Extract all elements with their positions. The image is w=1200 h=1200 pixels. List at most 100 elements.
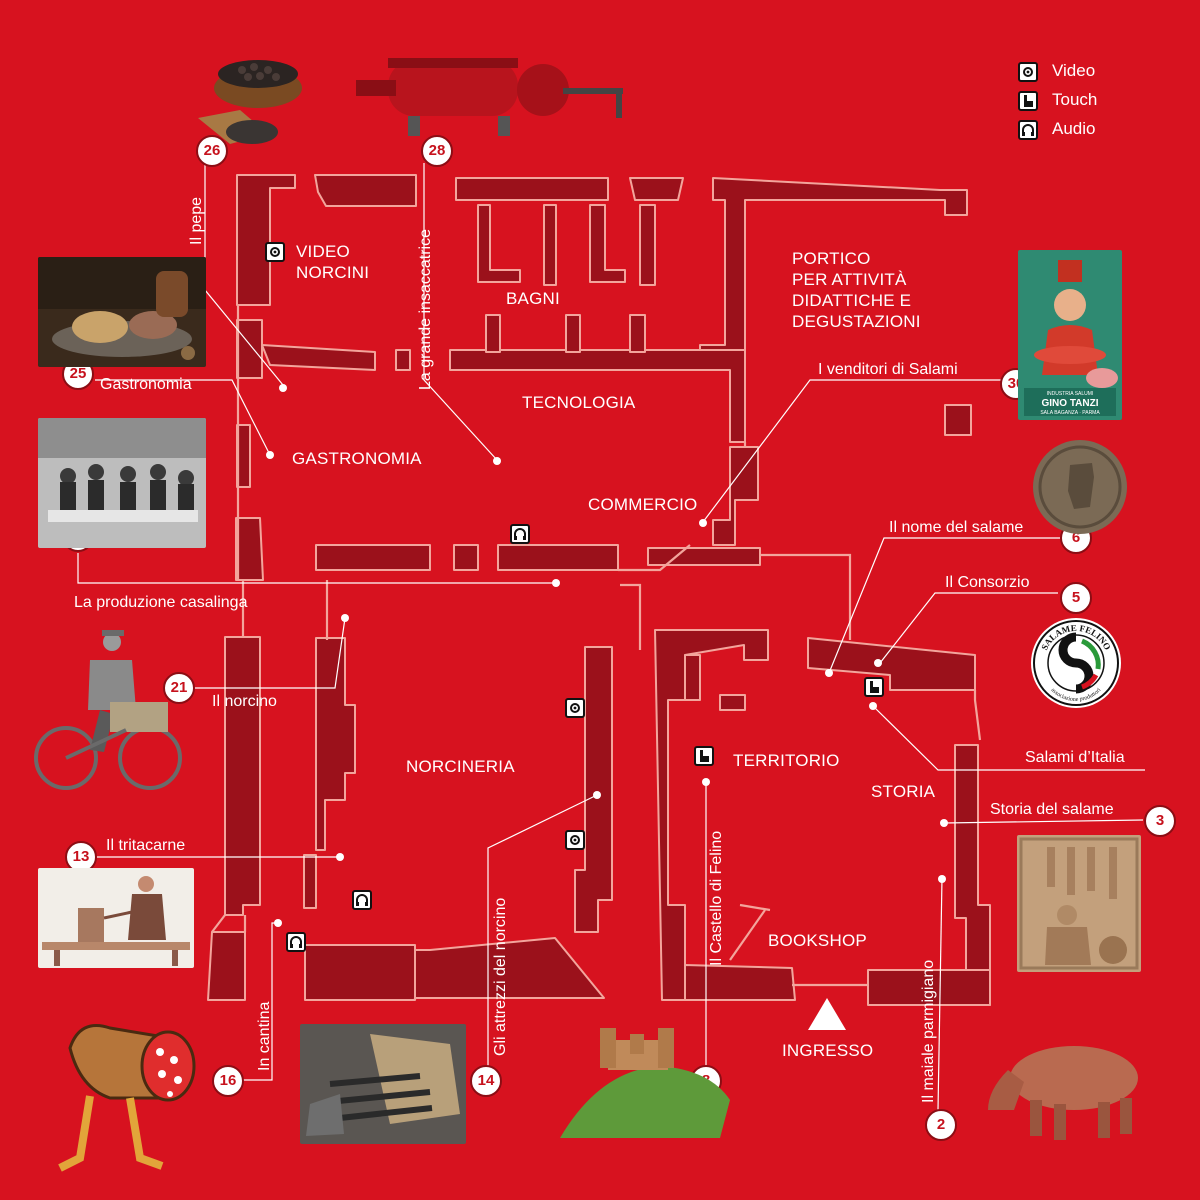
touch-icon[interactable] [864,677,884,697]
touch-icon[interactable] [694,746,714,766]
wall-nw-corner [236,174,296,306]
meat-grinder-engraving-image [38,868,194,968]
wall-territorio-bottom [684,964,796,1001]
bagni-wall-3 [589,204,626,283]
sausage-machine-image [356,58,623,136]
cartoon-salame-image [58,1024,196,1172]
legend-video-label: Video [1052,61,1096,80]
room-norcineria[interactable]: NORCINERIA [406,757,515,776]
marker-16[interactable]: 16 [212,1065,244,1097]
wall-north-4 [699,177,968,361]
leader-dots [266,384,948,927]
callout-label-cantina: In cantina [256,1001,273,1071]
historical-photo-image [38,418,206,548]
wall-norc-2 [303,854,317,909]
callout-label-produzione-casalinga: La produzione casalinga [74,594,248,611]
wall-south-2 [453,544,479,571]
leader-lines [77,163,1145,1111]
legend-audio-label: Audio [1052,119,1096,138]
wall-north-3 [629,177,684,201]
marker-2[interactable]: 2 [925,1109,957,1141]
wall-divider-1 [261,344,376,371]
wall-storia-east [954,744,991,1006]
wall-commercio [712,446,759,546]
callout-label-storia-salame: Storia del salame [990,801,1114,818]
callout-label-venditori-salami: I venditori di Salami [818,361,958,378]
video-icon[interactable] [565,698,585,718]
room-tecnologia[interactable]: TECNOLOGIA [522,393,636,412]
callout-label-castello-felino: Il Castello di Felino [708,830,725,966]
video-icon[interactable] [265,242,285,262]
wall-storia-top [807,637,976,691]
wall-south-4 [647,547,761,566]
entrance-triangle-icon [808,998,846,1030]
wall-territorio-2 [684,654,701,701]
callout-label-salami-italia: Salami d’Italia [1025,749,1125,766]
room-commercio[interactable]: COMMERCIO [588,495,698,514]
wall-territorio-3 [719,694,746,711]
room-territorio[interactable]: TERRITORIO [733,751,840,770]
wall-storia-bottom [867,969,991,1006]
wall-divider-2 [395,349,411,371]
callout-label-consorzio: Il Consorzio [945,574,1030,591]
bronze-medal-image [1033,440,1127,534]
bagni-wall-4 [639,204,656,286]
marker-5[interactable]: 5 [1060,582,1092,614]
bagni-wall-5 [485,314,501,353]
wall-divider-3 [449,349,746,443]
marker-28[interactable]: 28 [421,135,453,167]
poster-line1: INDUSTRIA SALUMI [1047,391,1094,397]
man-bicycle-image [34,630,182,790]
bagni-wall-1 [477,204,521,283]
callout-label-norcino: Il norcino [212,693,277,710]
poster-line3: SALA BAGANZA · PARMA [1040,410,1100,416]
bagni-wall-6 [565,314,581,353]
audio-icon[interactable] [352,890,372,910]
legend-touch-label: Touch [1052,90,1098,109]
video-icon[interactable] [565,830,585,850]
castle-hill-image [560,1028,730,1138]
room-ingresso[interactable]: INGRESSO [782,1041,874,1060]
room-portico[interactable]: PORTICO PER ATTIVITÀ DIDATTICHE E DEGUST… [792,249,921,331]
wall-west-upper [236,319,263,379]
pig-image [988,1046,1138,1140]
room-bookshop[interactable]: BOOKSHOP [768,931,867,950]
wall-north-2 [455,177,609,201]
callout-label-pepe: Il pepe [188,196,205,245]
video-icon [1018,62,1038,82]
room-bagni[interactable]: BAGNI [506,289,560,308]
marker-21[interactable]: 21 [163,672,195,704]
norcino-tools-image [300,1024,466,1144]
wall-norc-bottom [304,944,416,1001]
wall-south-1 [315,544,431,571]
gino-tanzi-poster-image: INDUSTRIA SALUMI GINO TANZI SALA BAGANZA… [1018,250,1122,420]
audio-icon [1018,120,1038,140]
salame-felino-seal-logo: SALAME FELINO associazione produttori [1031,618,1121,708]
audio-icon[interactable] [510,524,530,544]
still-life-painting-image [38,257,206,367]
pillar-east [944,404,972,436]
audio-icon[interactable] [286,932,306,952]
touch-icon [1018,91,1038,111]
room-storia[interactable]: STORIA [871,782,936,801]
room-gastronomia[interactable]: GASTRONOMIA [292,449,422,468]
wall-norc-1 [315,637,356,851]
bagni-wall-2 [543,204,557,286]
wall-norc-east [574,646,613,933]
callout-label-attrezzi-norcino: Gli attrezzi del norcino [492,897,509,1056]
callout-label-nome-salame: Il nome del salame [889,519,1024,536]
room-video-norcini[interactable]: VIDEO NORCINI [296,242,370,282]
callout-label-gastronomia: Gastronomia [100,376,192,393]
wall-north-1 [314,174,417,207]
bagni-wall-7 [629,314,646,353]
poster-line2: GINO TANZI [1041,398,1098,409]
marker-14[interactable]: 14 [470,1065,502,1097]
marker-3[interactable]: 3 [1144,805,1176,837]
wall-norc-bottom-2 [414,937,605,999]
pepper-bowl-image [198,60,302,144]
marker-13-tritacarne[interactable]: 13 [65,841,97,873]
marker-26[interactable]: 26 [196,135,228,167]
callout-label-grande-insaccatrice: La grande insaccatrice [417,229,434,390]
